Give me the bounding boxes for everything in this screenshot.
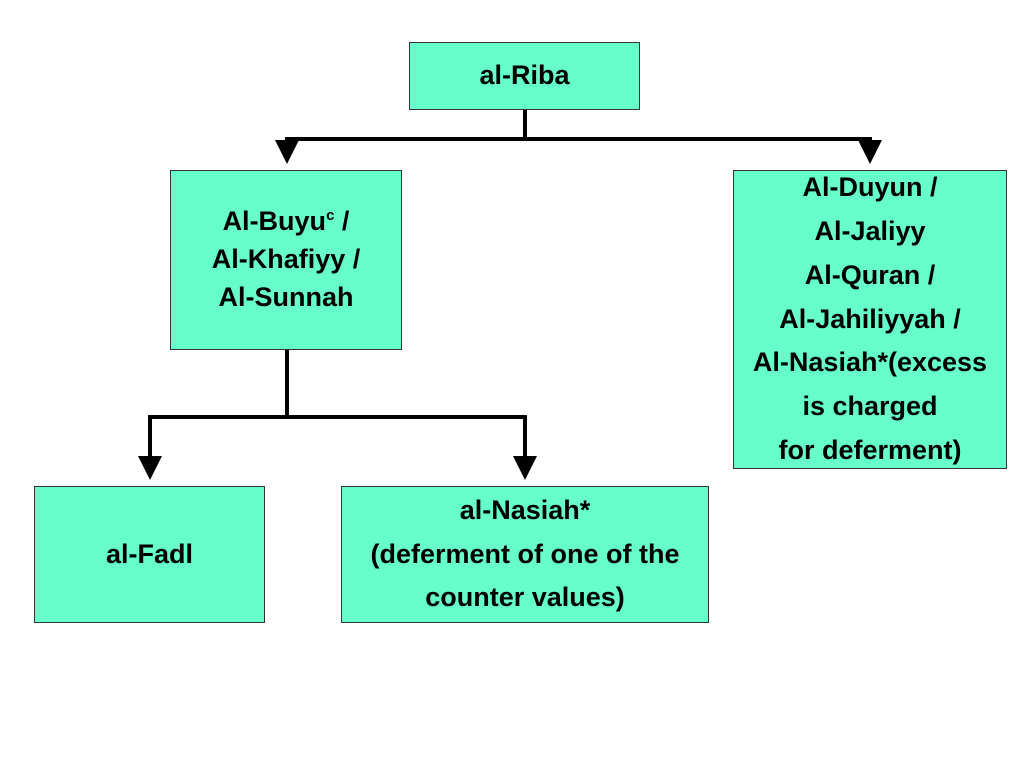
node-al-duyun: Al-Duyun / Al-Jaliyy Al-Quran / Al-Jahil… [733, 170, 1007, 469]
node-label-line: Al-Duyun / [802, 172, 938, 203]
node-label-line: for deferment) [778, 434, 962, 465]
node-label-line: counter values) [425, 582, 625, 613]
node-label-text: Al-Buyu [222, 206, 327, 237]
node-label-line: (deferment of one of the [370, 538, 680, 569]
node-label-line: Al-Khafiyy / [211, 244, 361, 275]
node-label-line: al-Nasiah* [459, 494, 591, 525]
node-label-line: Al-Quran / [804, 259, 936, 290]
node-label: al-Fadl [105, 538, 193, 569]
node-label-separator: / [334, 206, 350, 237]
node-label-line: Al-Jaliyy [814, 216, 926, 247]
node-label: al-Riba [479, 60, 570, 91]
node-label-line: Al-Jahiliyyah / [779, 303, 961, 334]
node-label-superscript: c [326, 207, 335, 225]
node-al-riba: al-Riba [409, 42, 640, 110]
node-al-nasiah: al-Nasiah* (deferment of one of the coun… [341, 486, 709, 623]
node-al-fadl: al-Fadl [34, 486, 265, 623]
node-label-line: is charged [802, 391, 938, 422]
node-label-line: Al-Buyuc / [223, 203, 350, 241]
node-label-line: Al-Sunnah [218, 281, 354, 312]
node-al-buyu: Al-Buyuc / Al-Khafiyy / Al-Sunnah [170, 170, 402, 350]
node-label-line: Al-Nasiah*(excess [752, 347, 988, 378]
